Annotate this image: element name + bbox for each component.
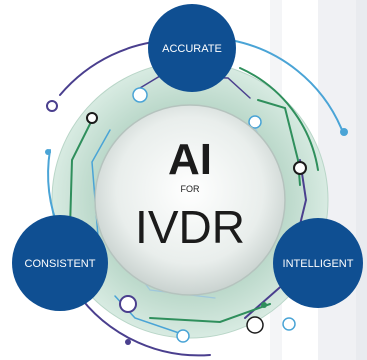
circuit-node [86, 112, 98, 124]
circuit-node [248, 115, 262, 129]
node-intelligent-label: INTELLIGENT [283, 258, 354, 270]
circuit-node [246, 316, 264, 334]
circuit-node [282, 317, 296, 331]
circuit-node [132, 87, 148, 103]
center-title-ivdr: IVDR [135, 201, 245, 253]
node-consistent: CONSISTENT [12, 215, 108, 311]
node-accurate: ACCURATE [148, 4, 236, 92]
node-consistent-circle [12, 215, 108, 311]
circuit-node [46, 100, 58, 112]
background-stripe [356, 0, 367, 360]
node-accurate-label: ACCURATE [162, 43, 222, 55]
center-title-for: FOR [181, 184, 200, 194]
center-title-ai: AI [168, 135, 212, 184]
circuit-nodes [45, 87, 348, 345]
center-disc [94, 104, 286, 296]
circuit-trace [229, 39, 343, 131]
circuit-node [125, 339, 131, 345]
circuit-trace [149, 303, 271, 324]
circuit-node [340, 128, 348, 136]
circuit-node [293, 161, 307, 175]
node-consistent-label: CONSISTENT [25, 258, 96, 270]
circuit-node [45, 149, 51, 155]
circuit-node [261, 302, 267, 308]
circuit-node [176, 329, 190, 343]
circuit-trace [69, 119, 93, 229]
node-accurate-circle [148, 4, 236, 92]
circuit-node [119, 295, 137, 313]
node-intelligent: INTELLIGENT [273, 218, 363, 308]
circuit-trace [239, 67, 319, 171]
node-intelligent-circle [273, 218, 363, 308]
